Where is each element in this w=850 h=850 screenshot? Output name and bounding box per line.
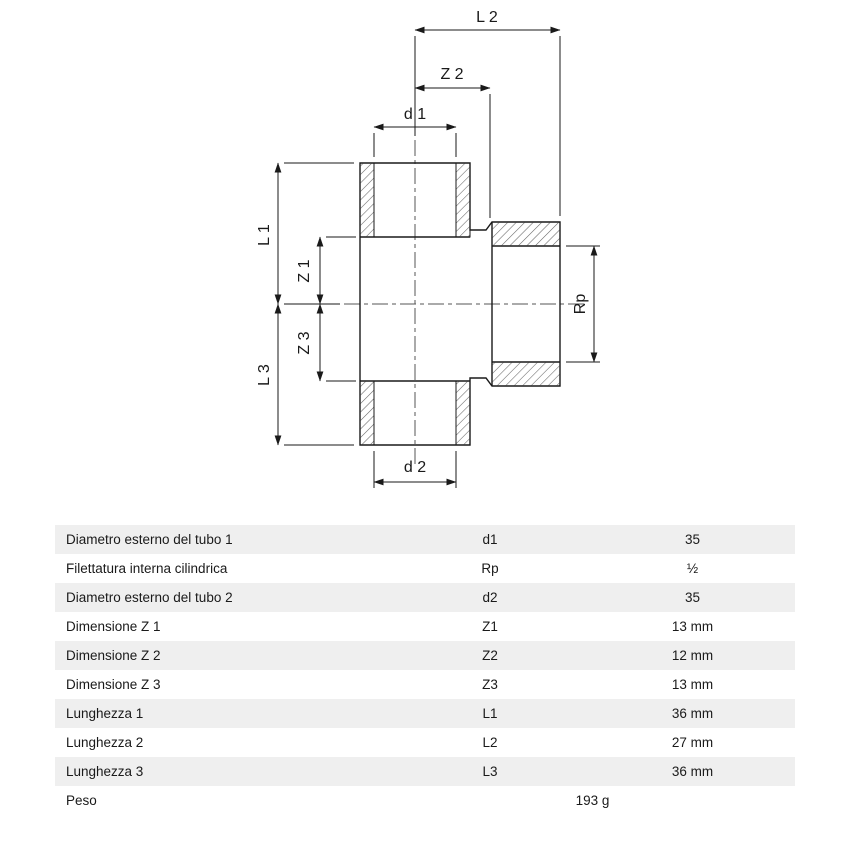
dim-label-l3: L 3 bbox=[256, 364, 273, 386]
spec-label: Lunghezza 2 bbox=[66, 735, 144, 750]
table-row: Dimensione Z 3 Z3 13 mm bbox=[55, 670, 795, 699]
spec-value: ½ bbox=[686, 561, 699, 576]
dimension-labels: L 2 Z 2 d 1 L 1 Z 1 Z 3 L 3 Rp d 2 bbox=[256, 9, 589, 476]
spec-value: 36 mm bbox=[671, 764, 714, 779]
dim-label-z3: Z 3 bbox=[296, 331, 313, 354]
dim-label-z2: Z 2 bbox=[440, 66, 463, 83]
table-row: Filettatura interna cilindrica Rp ½ bbox=[55, 554, 795, 583]
spec-symbol: Rp bbox=[481, 561, 499, 576]
technical-drawing-area: L 2 Z 2 d 1 L 1 Z 1 Z 3 L 3 Rp d 2 bbox=[256, 9, 600, 488]
spec-value: 35 bbox=[684, 532, 701, 547]
spec-symbol: Z3 bbox=[482, 677, 498, 692]
table-row: Dimensione Z 2 Z2 12 mm bbox=[55, 641, 795, 670]
table-row-peso: Peso 193 g bbox=[55, 786, 795, 815]
table-row: Lunghezza 3 L3 36 mm bbox=[55, 757, 795, 786]
spec-value: 27 mm bbox=[671, 735, 714, 750]
table-row: Lunghezza 1 L1 36 mm bbox=[55, 699, 795, 728]
spec-label: Diametro esterno del tubo 2 bbox=[66, 590, 233, 605]
dim-label-l1: L 1 bbox=[256, 224, 273, 246]
table-row: Lunghezza 2 L2 27 mm bbox=[55, 728, 795, 757]
spec-label: Diametro esterno del tubo 1 bbox=[66, 532, 233, 547]
dim-label-l2: L 2 bbox=[476, 9, 498, 26]
spec-symbol: L2 bbox=[482, 735, 498, 750]
spec-value: 193 g bbox=[575, 793, 610, 808]
dimension-lines bbox=[274, 26, 600, 488]
dim-label-d2: d 2 bbox=[404, 459, 426, 476]
hatched-walls bbox=[359, 162, 561, 446]
spec-symbol: d1 bbox=[482, 532, 498, 547]
spec-label: Filettatura interna cilindrica bbox=[66, 561, 228, 576]
spec-label: Dimensione Z 3 bbox=[66, 677, 161, 692]
spec-value: 36 mm bbox=[671, 706, 714, 721]
spec-label: Lunghezza 3 bbox=[66, 764, 144, 779]
spec-value: 35 bbox=[684, 590, 701, 605]
dim-label-z1: Z 1 bbox=[296, 259, 313, 282]
spec-symbol: Z2 bbox=[482, 648, 498, 663]
spec-label: Lunghezza 1 bbox=[66, 706, 144, 721]
spec-label: Dimensione Z 1 bbox=[66, 619, 161, 634]
spec-label: Dimensione Z 2 bbox=[66, 648, 161, 663]
table-row: Diametro esterno del tubo 2 d2 35 bbox=[55, 583, 795, 612]
dim-label-d1: d 1 bbox=[404, 106, 426, 123]
spec-value: 13 mm bbox=[671, 677, 714, 692]
spec-symbol: L1 bbox=[482, 706, 498, 721]
spec-symbol: d2 bbox=[482, 590, 498, 605]
spec-label: Peso bbox=[66, 793, 97, 808]
fitting-section-drawing: L 2 Z 2 d 1 L 1 Z 1 Z 3 L 3 Rp d 2 bbox=[256, 9, 600, 488]
dim-label-rp: Rp bbox=[572, 294, 589, 315]
center-lines bbox=[344, 140, 584, 466]
spec-value: 13 mm bbox=[671, 619, 714, 634]
spec-value: 12 mm bbox=[671, 648, 714, 663]
spec-symbol: Z1 bbox=[482, 619, 498, 634]
spec-table: Diametro esterno del tubo 1 d1 35 Filett… bbox=[55, 525, 795, 815]
table-row: Diametro esterno del tubo 1 d1 35 bbox=[55, 525, 795, 554]
spec-symbol: L3 bbox=[482, 764, 498, 779]
table-row: Dimensione Z 1 Z1 13 mm bbox=[55, 612, 795, 641]
